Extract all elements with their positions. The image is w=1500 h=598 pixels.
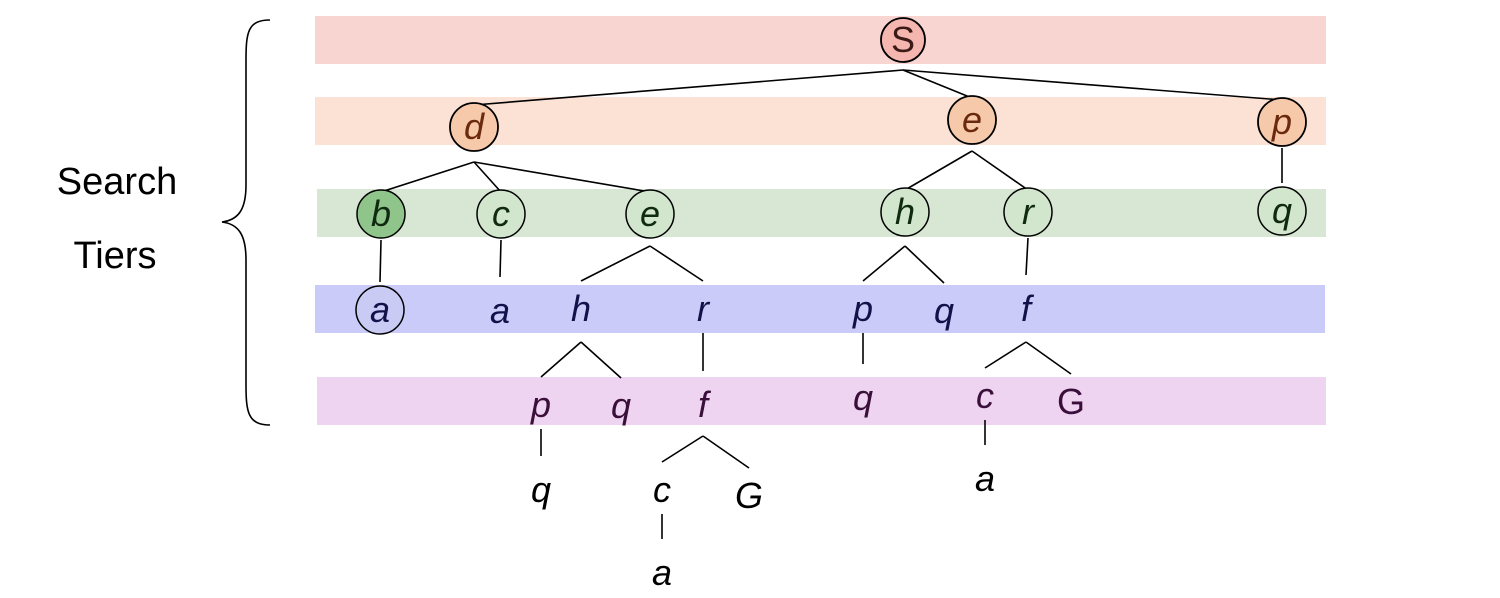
node-d1: d xyxy=(449,102,499,152)
node-circle-S xyxy=(880,17,926,63)
node-label-p1: p xyxy=(1271,101,1292,142)
node-p3: p xyxy=(852,288,873,329)
node-label-e1: e xyxy=(962,99,982,140)
edge-h3-q4a xyxy=(580,341,622,379)
tree-edges xyxy=(379,69,1283,539)
node-label-p4: p xyxy=(530,384,551,425)
edge-d1-c2 xyxy=(473,161,502,193)
tier-brace xyxy=(221,19,271,426)
node-label-c2: c xyxy=(492,193,510,234)
node-c5: c xyxy=(653,469,671,510)
node-p1: p xyxy=(1257,97,1307,147)
tier-bands xyxy=(315,16,1326,425)
node-label-h3: h xyxy=(571,288,591,329)
node-label-G5: G xyxy=(735,475,763,516)
edge-S-d1 xyxy=(473,69,904,106)
node-r3: r xyxy=(697,288,711,329)
edge-f4-c5 xyxy=(661,435,704,463)
edge-c2-a3b xyxy=(499,239,502,278)
node-G5: G xyxy=(735,475,763,516)
node-circle-d1 xyxy=(449,102,499,152)
side-label-line1: Search xyxy=(57,161,177,203)
edge-f4-G5 xyxy=(702,435,750,469)
node-label-q3: q xyxy=(934,290,954,331)
node-circle-a3a xyxy=(355,285,405,335)
node-label-h2: h xyxy=(895,191,915,232)
edge-S-e1 xyxy=(902,69,973,99)
node-h3: h xyxy=(571,288,591,329)
node-circle-b2 xyxy=(356,189,406,239)
node-G4: G xyxy=(1057,381,1085,422)
node-label-d1: d xyxy=(464,106,485,147)
node-q5: q xyxy=(531,469,551,510)
node-a3a: a xyxy=(355,285,405,335)
node-circle-h2 xyxy=(880,187,930,237)
node-circle-p1 xyxy=(1257,97,1307,147)
node-label-b2: b xyxy=(371,193,391,234)
node-label-q4a: q xyxy=(611,385,631,426)
node-circle-e1 xyxy=(947,95,997,145)
edge-b2-a3a xyxy=(379,239,382,283)
edge-e2-r3 xyxy=(649,245,704,282)
node-q3: q xyxy=(934,290,954,331)
node-e1: e xyxy=(947,95,997,145)
node-label-r2: r xyxy=(1022,191,1036,232)
node-label-G4: G xyxy=(1057,381,1085,422)
node-label-r3: r xyxy=(697,288,711,329)
node-a5: a xyxy=(975,458,995,499)
node-label-p3: p xyxy=(852,288,873,329)
node-a6: a xyxy=(652,552,672,593)
node-label-a3b: a xyxy=(490,290,510,331)
tier-band-4 xyxy=(317,377,1326,425)
node-label-c4: c xyxy=(976,375,994,416)
edge-e2-h3 xyxy=(580,245,651,282)
tier-band-0 xyxy=(315,16,1326,64)
edge-f3-c4 xyxy=(984,341,1027,369)
edge-d1-e2 xyxy=(473,161,651,193)
node-label-a6: a xyxy=(652,552,672,593)
node-label-S: S xyxy=(891,19,915,60)
edge-f3-G4 xyxy=(1025,341,1072,375)
node-c2: c xyxy=(476,189,526,239)
edge-h2-q3 xyxy=(904,245,945,284)
node-q4a: q xyxy=(611,385,631,426)
node-S: S xyxy=(880,17,926,63)
node-h2: h xyxy=(880,187,930,237)
edge-d1-b2 xyxy=(380,161,475,193)
edge-S-p1 xyxy=(902,69,1283,101)
node-label-q2: q xyxy=(1272,190,1292,231)
node-circle-c2 xyxy=(476,189,526,239)
edge-r2-f3 xyxy=(1025,237,1029,276)
edge-h3-p4 xyxy=(540,341,582,378)
node-b2: b xyxy=(356,189,406,239)
edge-h2-p3 xyxy=(862,245,906,282)
node-p4: p xyxy=(530,384,551,425)
node-q2: q xyxy=(1257,186,1307,236)
node-circle-e2 xyxy=(625,189,675,239)
node-label-q5: q xyxy=(531,469,551,510)
tier-band-3 xyxy=(315,285,1325,333)
node-circle-r2 xyxy=(1003,187,1053,237)
edge-e1-h2 xyxy=(904,150,973,191)
node-e2: e xyxy=(625,189,675,239)
node-q4b: q xyxy=(853,377,873,418)
node-r2: r xyxy=(1003,187,1053,237)
node-label-e2: e xyxy=(640,193,660,234)
node-label-q4b: q xyxy=(853,377,873,418)
node-label-a5: a xyxy=(975,458,995,499)
node-label-c5: c xyxy=(653,469,671,510)
tier-band-2 xyxy=(317,189,1326,237)
edge-e1-r2 xyxy=(971,150,1029,191)
side-label-line2: Tiers xyxy=(73,235,156,277)
node-a3b: a xyxy=(490,290,510,331)
node-circle-q2 xyxy=(1257,186,1307,236)
node-label-a3a: a xyxy=(370,289,390,330)
node-c4: c xyxy=(976,375,994,416)
